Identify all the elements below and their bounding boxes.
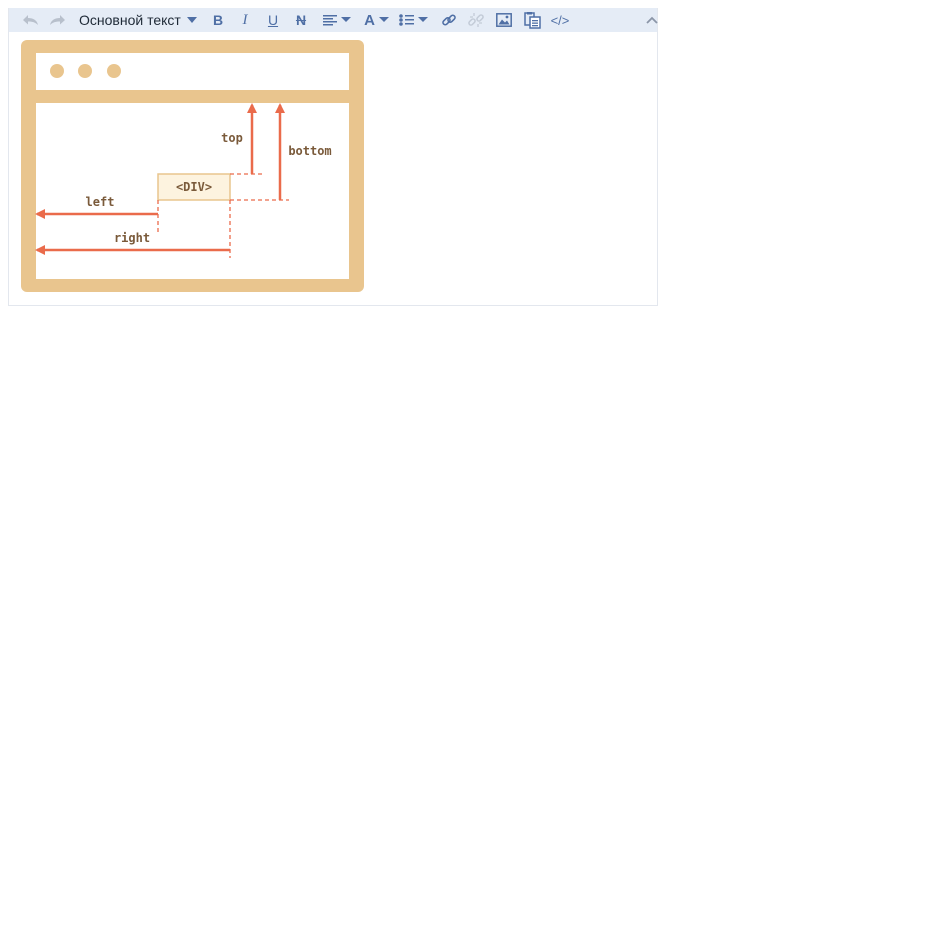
unlink-button[interactable] [466,8,486,32]
redo-icon [50,15,65,25]
undo-icon [23,15,38,25]
underline-icon: U [267,12,279,28]
strikethrough-button[interactable]: N [292,8,310,32]
top-label: top [221,131,243,145]
paste-icon [523,11,541,29]
unlink-icon [468,13,484,27]
bold-button[interactable]: B [209,8,227,32]
paste-button[interactable] [522,8,542,32]
strikethrough-icon: N [295,12,307,28]
div-element-box [157,173,231,201]
list-dropdown[interactable] [399,8,429,32]
coordinates-diagram: <DIV> top bottom left right [21,40,364,292]
window-dot [50,64,64,78]
bold-icon: B [212,12,224,28]
undo-button[interactable] [19,8,41,32]
rich-text-editor[interactable]: Основной текст B I U N [8,8,658,306]
bulleted-list-icon [399,14,428,26]
chevron-down-icon [378,17,389,22]
window-dot [107,64,121,78]
editor-content[interactable]: <DIV> top bottom left right [21,40,364,298]
window-dot [78,64,92,78]
italic-button[interactable]: I [236,8,254,32]
bottom-label: bottom [288,144,331,158]
font-color-icon: A [364,11,375,29]
align-left-icon [323,15,351,26]
div-label: <DIV> [176,180,212,194]
image-icon [496,13,512,27]
paragraph-style-value: Основной текст [79,12,181,28]
editor-toolbar: Основной текст B I U N [9,8,658,32]
collapse-toolbar-button[interactable] [643,8,661,32]
right-label: right [114,231,150,245]
chevron-up-icon [646,16,658,24]
paragraph-style-select[interactable]: Основной текст [79,8,205,32]
insert-link-button[interactable] [439,8,459,32]
italic-icon: I [242,11,248,28]
left-label: left [86,195,115,209]
underline-button[interactable]: U [264,8,282,32]
align-dropdown[interactable] [322,8,354,32]
link-icon [442,14,456,26]
insert-image-button[interactable] [494,8,514,32]
redo-button[interactable] [47,8,69,32]
code-icon: </> [550,12,570,28]
chevron-down-icon [187,17,197,23]
source-code-button[interactable]: </> [549,8,571,32]
font-color-dropdown[interactable]: A [363,8,391,32]
